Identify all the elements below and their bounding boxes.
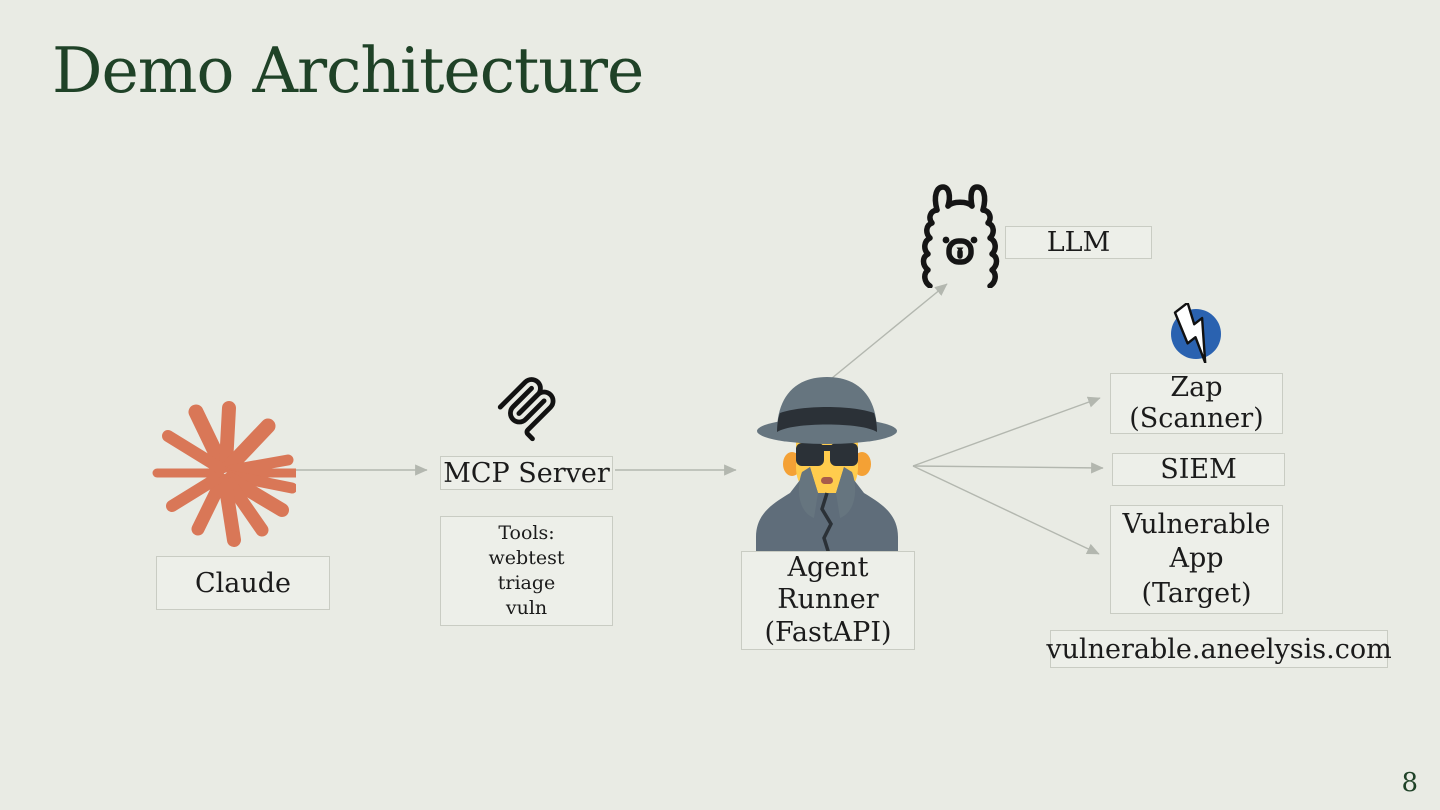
node-target-url: vulnerable.aneelysis.com — [1046, 630, 1392, 668]
claude-starburst-icon — [152, 396, 296, 548]
node-mcp-server-label: MCP Server — [443, 457, 610, 489]
edge-agent-runner-to-llm — [825, 283, 948, 384]
zap-lightning-icon — [1166, 303, 1226, 363]
node-claude: Claude — [156, 556, 330, 610]
edge-agent-runner-to-siem — [912, 462, 1104, 474]
node-agent-runner-label: Agent Runner (FastAPI) — [764, 551, 892, 648]
mcp-logo-icon — [491, 371, 563, 443]
node-zap-scanner-label: Zap (Scanner) — [1129, 372, 1264, 434]
node-mcp-server: MCP Server — [440, 456, 613, 490]
node-siem-label: SIEM — [1160, 454, 1237, 485]
node-vulnerable-app: Vulnerable App (Target) — [1110, 505, 1283, 614]
node-target-url-label: vulnerable.aneelysis.com — [1046, 633, 1392, 665]
edge-agent-runner-to-vulnerable-app — [912, 465, 1100, 555]
llama-icon — [920, 180, 1000, 288]
page-number: 8 — [1401, 768, 1418, 798]
node-llm: LLM — [1005, 226, 1152, 259]
detective-spy-icon — [752, 372, 902, 554]
node-llm-label: LLM — [1046, 227, 1111, 258]
node-zap-scanner: Zap (Scanner) — [1110, 373, 1283, 434]
node-vulnerable-app-label: Vulnerable App (Target) — [1122, 508, 1271, 609]
node-claude-label: Claude — [194, 567, 292, 599]
edge-agent-runner-to-zap — [912, 396, 1101, 467]
node-agent-runner: Agent Runner (FastAPI) — [741, 551, 915, 650]
node-tools-list: Tools: webtest triage vuln — [440, 516, 613, 626]
node-tools-label: Tools: webtest triage vuln — [488, 521, 565, 620]
slide-title: Demo Architecture — [52, 34, 644, 107]
node-siem: SIEM — [1112, 453, 1285, 486]
